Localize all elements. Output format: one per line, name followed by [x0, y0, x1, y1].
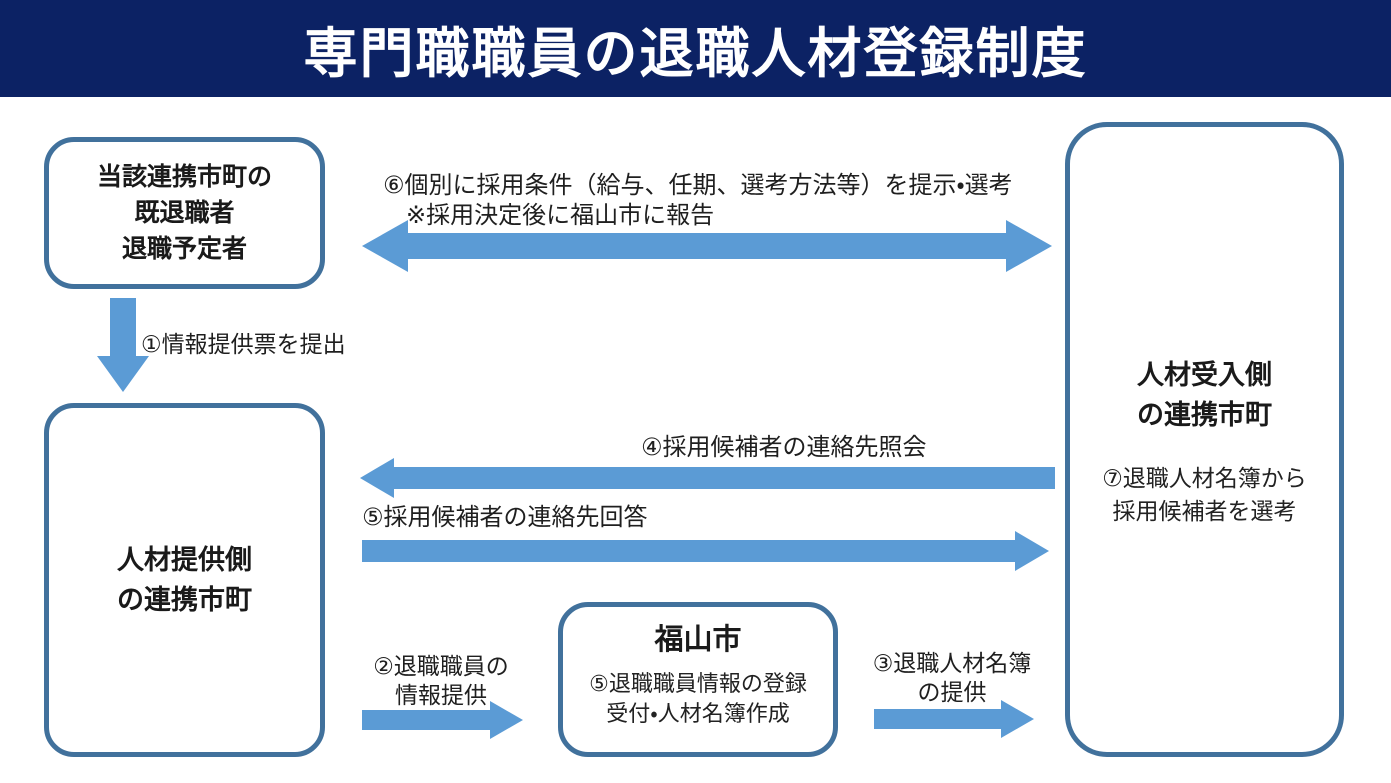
- arrow-shaft: [874, 709, 1002, 729]
- arrow-head-right-icon: [1015, 531, 1049, 571]
- step2-label-line2: 情報提供: [395, 682, 487, 708]
- box-receiver-line: の連携市町: [1137, 400, 1272, 430]
- box-fukuyama-title: 福山市: [654, 624, 742, 656]
- arrow-head-down-icon: [97, 356, 149, 392]
- box-fukuyama-note-line: 受付・人材名簿作成: [606, 701, 790, 726]
- step2-label-line1: ②退職職員の: [373, 653, 509, 679]
- step3-label-line2: の提供: [917, 679, 987, 705]
- step5-label: ⑤採用候補者の連絡先回答: [362, 504, 648, 531]
- box-receiver-title: 人材受入側 の連携市町: [1070, 355, 1339, 435]
- page-title: 専門職職員の退職人材登録制度: [303, 24, 1088, 84]
- step2-label: ②退職職員の 情報提供: [366, 652, 516, 710]
- arrow-head-right-icon: [490, 701, 523, 739]
- step5-arrow-right: [362, 531, 1049, 571]
- box-retirees-line: 既退職者: [134, 199, 235, 227]
- box-provider-line: 人材提供側: [117, 545, 252, 575]
- box-receiver-municipality: 人材受入側 の連携市町 ⑦退職人材名簿から 採用候補者を選考: [1065, 122, 1344, 757]
- title-banner: 専門職職員の退職人材登録制度: [0, 0, 1391, 97]
- box-receiver-note-line: ⑦退職人材名簿から: [1102, 465, 1307, 491]
- box-fukuyama-note-line: ⑤退職職員情報の登録: [589, 671, 807, 696]
- arrow-shaft: [362, 710, 491, 730]
- step1-label: ①情報提供票を提出: [141, 331, 346, 357]
- box-retirees: 当該連携市町の 既退職者 退職予定者: [44, 137, 325, 289]
- step2-arrow-right: [362, 701, 523, 739]
- arrow-shaft: [110, 298, 136, 356]
- step3-arrow-right: [874, 700, 1034, 738]
- box-retirees-line: 退職予定者: [121, 235, 247, 263]
- box-receiver-line: 人材受入側: [1137, 360, 1272, 390]
- step6-label-line1: ⑥個別に採用条件（給与、任期、選考方法等）を提示・選考: [383, 172, 1013, 199]
- box-provider-line: の連携市町: [117, 585, 252, 615]
- step3-label: ③退職人材名簿 の提供: [862, 649, 1042, 707]
- step4-label: ④採用候補者の連絡先照会: [641, 434, 927, 461]
- box-fukuyama-city: 福山市 ⑤退職職員情報の登録 受付・人材名簿作成: [558, 602, 838, 757]
- step3-label-line1: ③退職人材名簿: [872, 650, 1032, 676]
- arrow-head-left-icon: [360, 458, 394, 498]
- box-receiver-note: ⑦退職人材名簿から 採用候補者を選考: [1070, 462, 1339, 528]
- step1-arrow-down: [97, 298, 149, 392]
- box-provider-municipality: 人材提供側 の連携市町: [44, 403, 325, 757]
- box-receiver-note-line: 採用候補者を選考: [1112, 498, 1297, 524]
- step6-arrow-bidirectional: [362, 220, 1052, 272]
- arrow-head-left-icon: [362, 220, 408, 272]
- step4-arrow-left: [360, 458, 1055, 498]
- box-retirees-line: 当該連携市町の: [96, 163, 272, 191]
- box-fukuyama-note: ⑤退職職員情報の登録 受付・人材名簿作成: [589, 669, 807, 729]
- step6-label-line2: ※採用決定後に福山市に報告: [406, 202, 715, 229]
- arrow-shaft: [393, 467, 1055, 489]
- arrow-shaft: [362, 540, 1016, 562]
- arrow-shaft: [407, 233, 1007, 259]
- arrow-head-right-icon: [1001, 700, 1034, 738]
- arrow-head-right-icon: [1006, 220, 1052, 272]
